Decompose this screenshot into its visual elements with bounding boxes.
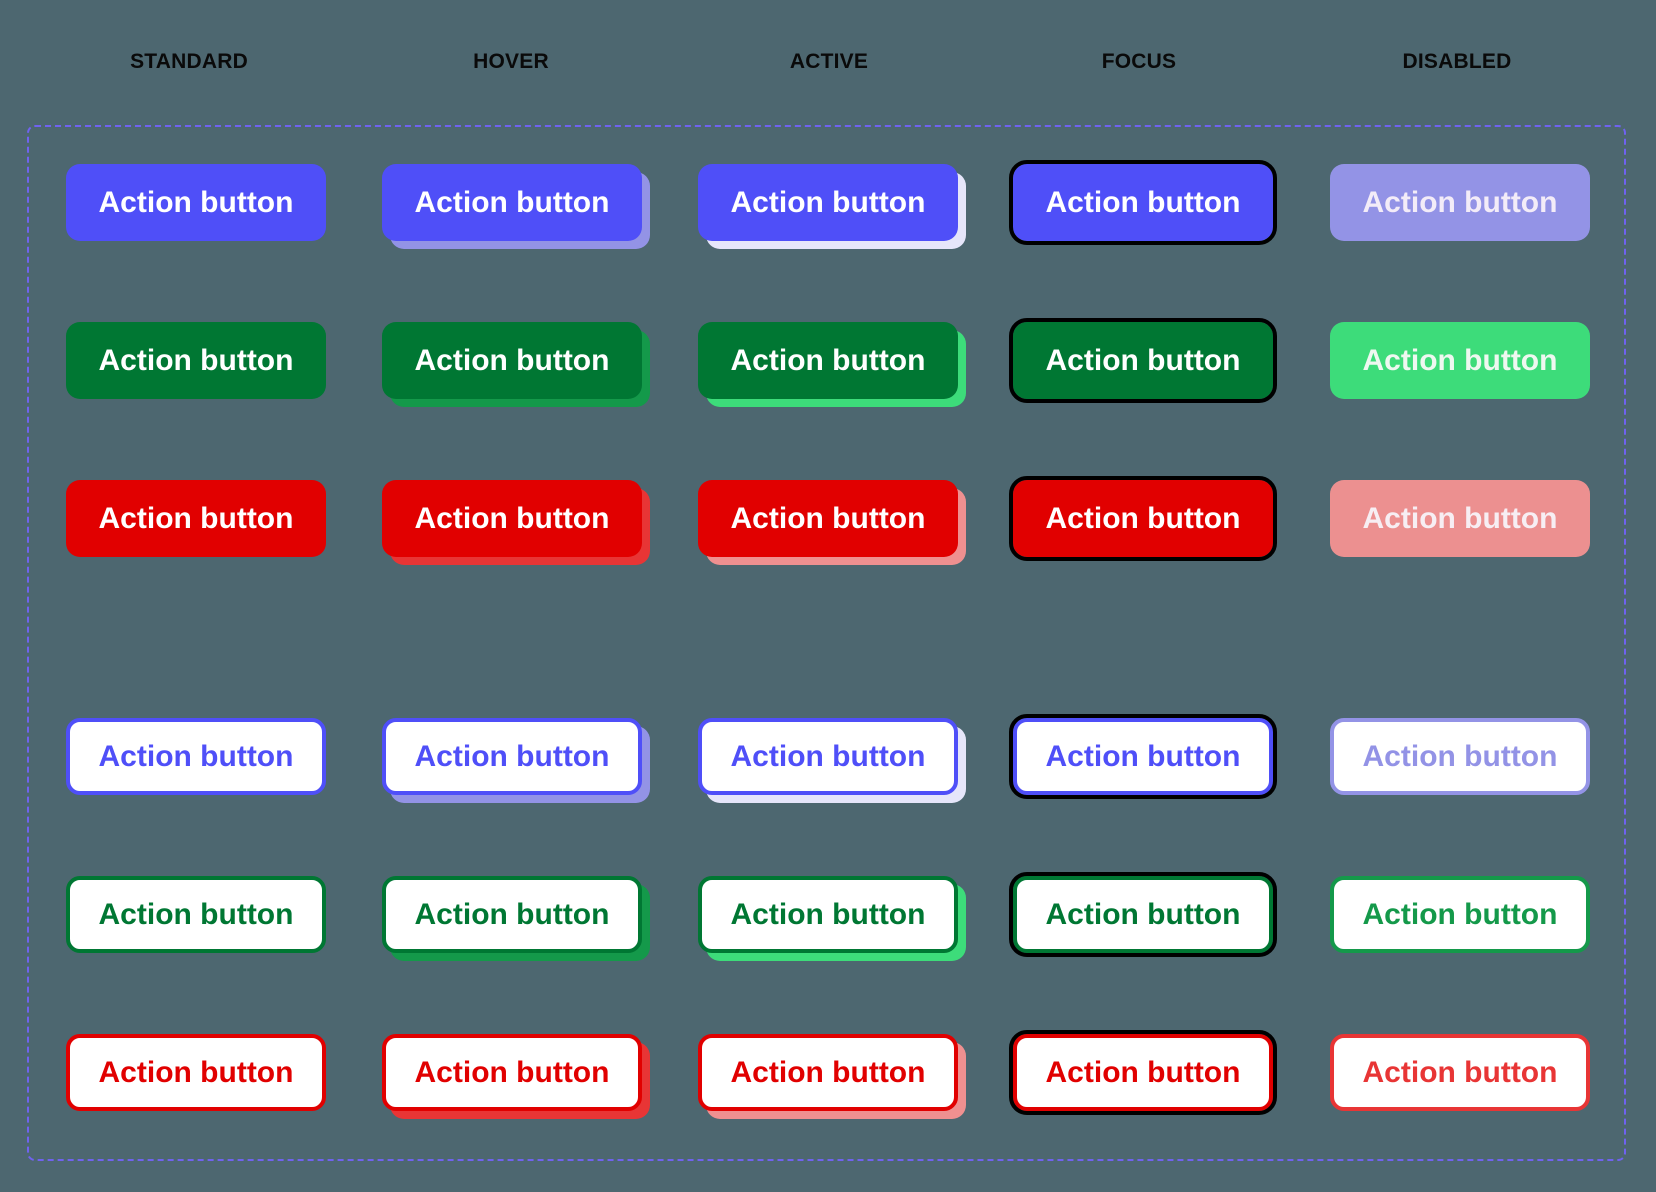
success-outline-button-focus[interactable]: Action button xyxy=(1009,872,1277,957)
success-button-standard[interactable]: Action button xyxy=(66,322,326,399)
success-outline-button-standard[interactable]: Action button xyxy=(66,876,326,953)
danger-outline-button-hover[interactable]: Action button xyxy=(382,1034,642,1111)
success-outline-button-hover[interactable]: Action button xyxy=(382,876,642,953)
danger-button-disabled: Action button xyxy=(1330,480,1590,557)
danger-outline-button-active[interactable]: Action button xyxy=(698,1034,958,1111)
header-focus: FOCUS xyxy=(1101,50,1177,73)
primary-button-focus[interactable]: Action button xyxy=(1009,160,1277,245)
header-standard: STANDARD xyxy=(130,50,248,73)
primary-outline-button-standard[interactable]: Action button xyxy=(66,718,326,795)
primary-button-hover[interactable]: Action button xyxy=(382,164,642,241)
danger-button-active[interactable]: Action button xyxy=(698,480,958,557)
primary-button-standard[interactable]: Action button xyxy=(66,164,326,241)
primary-button-disabled: Action button xyxy=(1330,164,1590,241)
success-button-disabled: Action button xyxy=(1330,322,1590,399)
header-hover: HOVER xyxy=(473,50,549,73)
danger-outline-button-disabled: Action button xyxy=(1330,1034,1590,1111)
danger-outline-button-standard[interactable]: Action button xyxy=(66,1034,326,1111)
danger-outline-button-focus[interactable]: Action button xyxy=(1009,1030,1277,1115)
primary-button-active[interactable]: Action button xyxy=(698,164,958,241)
success-button-active[interactable]: Action button xyxy=(698,322,958,399)
danger-button-focus[interactable]: Action button xyxy=(1009,476,1277,561)
header-disabled: DISABLED xyxy=(1402,50,1512,73)
primary-outline-button-disabled: Action button xyxy=(1330,718,1590,795)
primary-outline-button-hover[interactable]: Action button xyxy=(382,718,642,795)
header-active: ACTIVE xyxy=(789,50,869,73)
success-button-focus[interactable]: Action button xyxy=(1009,318,1277,403)
success-outline-button-disabled: Action button xyxy=(1330,876,1590,953)
primary-outline-button-focus[interactable]: Action button xyxy=(1009,714,1277,799)
button-states-frame xyxy=(27,125,1626,1161)
danger-button-hover[interactable]: Action button xyxy=(382,480,642,557)
success-outline-button-active[interactable]: Action button xyxy=(698,876,958,953)
success-button-hover[interactable]: Action button xyxy=(382,322,642,399)
primary-outline-button-active[interactable]: Action button xyxy=(698,718,958,795)
danger-button-standard[interactable]: Action button xyxy=(66,480,326,557)
